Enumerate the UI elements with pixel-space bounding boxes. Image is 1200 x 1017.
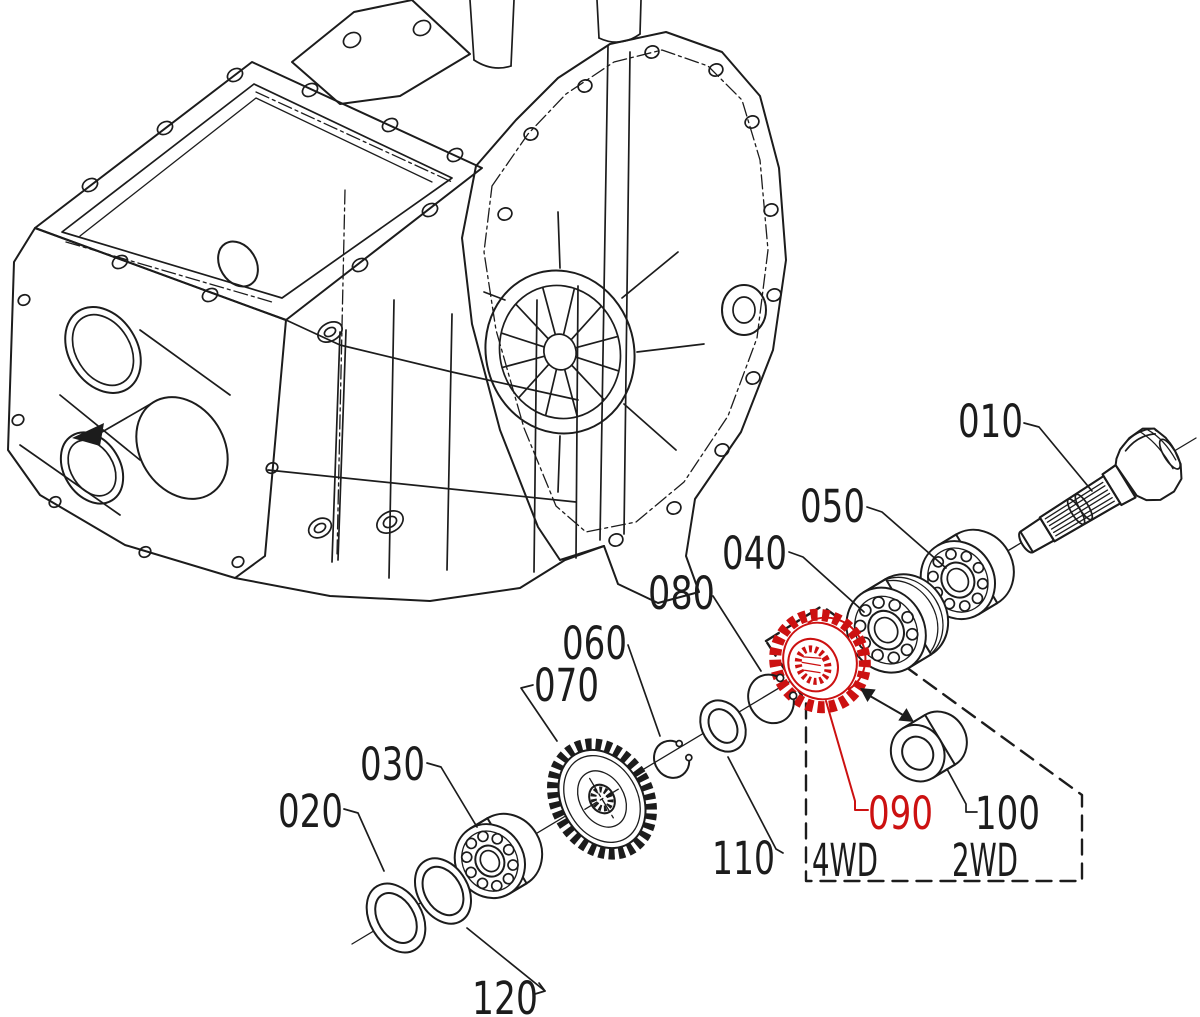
callout-050-label: 050 — [800, 480, 865, 533]
leader-080 — [712, 595, 762, 672]
leader-010 — [1023, 422, 1093, 492]
callout-090-label-highlighted: 090 — [868, 787, 933, 840]
transmission-housing-drawing — [7, 0, 787, 604]
region-2wd-label: 2WD — [952, 834, 1018, 887]
top-flange — [291, 0, 642, 105]
part-120-washer — [413, 857, 473, 925]
leader-030 — [426, 762, 478, 828]
exploded-assembly — [351, 427, 1197, 954]
leader-110 — [727, 756, 784, 854]
case-wall-columns — [234, 285, 605, 602]
swap-arrow — [860, 688, 914, 722]
leader-050 — [866, 506, 947, 569]
part-060-snap-ring — [653, 739, 693, 779]
bell-bolt-holes — [497, 45, 782, 547]
callout-leader-lines — [343, 422, 1093, 995]
callout-040-label: 040 — [722, 527, 787, 580]
part-020-washer — [365, 882, 427, 954]
region-4wd-label: 4WD — [812, 834, 878, 887]
leader-120 — [466, 927, 546, 995]
case-bolt-holes — [11, 67, 464, 569]
insertion-arrow — [72, 401, 155, 446]
bearing-balls — [460, 830, 519, 892]
callout-110-label: 110 — [712, 832, 775, 885]
callout-120-label: 120 — [472, 972, 538, 1017]
part-110-washer — [699, 699, 747, 753]
part-100-spacer-collar — [889, 710, 968, 783]
leader-020 — [343, 808, 385, 872]
leader-070 — [520, 684, 558, 742]
part-030-ball-bearing — [453, 812, 544, 900]
case-bosses — [307, 321, 404, 539]
part-010-splined-shaft — [1018, 427, 1183, 554]
leader-090-highlighted — [825, 700, 869, 811]
part-090-gear-highlighted — [769, 608, 871, 714]
part-080-snap-ring — [747, 673, 798, 725]
gear-case — [7, 61, 605, 602]
callout-100-label: 100 — [975, 787, 1040, 840]
leader-100 — [946, 768, 978, 813]
callout-070-label: 070 — [534, 659, 599, 712]
case-openings — [59, 240, 259, 505]
part-070-gear — [547, 738, 657, 860]
callout-030-label: 030 — [360, 738, 425, 791]
leader-040 — [788, 551, 865, 613]
bell-housing — [461, 31, 787, 604]
callout-010-label: 010 — [958, 395, 1023, 448]
leader-060 — [627, 644, 661, 737]
bell-ribs — [483, 211, 705, 493]
side-boss — [721, 284, 767, 336]
callout-020-label: 020 — [278, 785, 343, 838]
callout-labels: 010 050 040 080 060 070 030 020 090 100 … — [278, 395, 1040, 1017]
callout-080-label: 080 — [648, 567, 715, 620]
callout-060-label: 060 — [562, 617, 627, 670]
